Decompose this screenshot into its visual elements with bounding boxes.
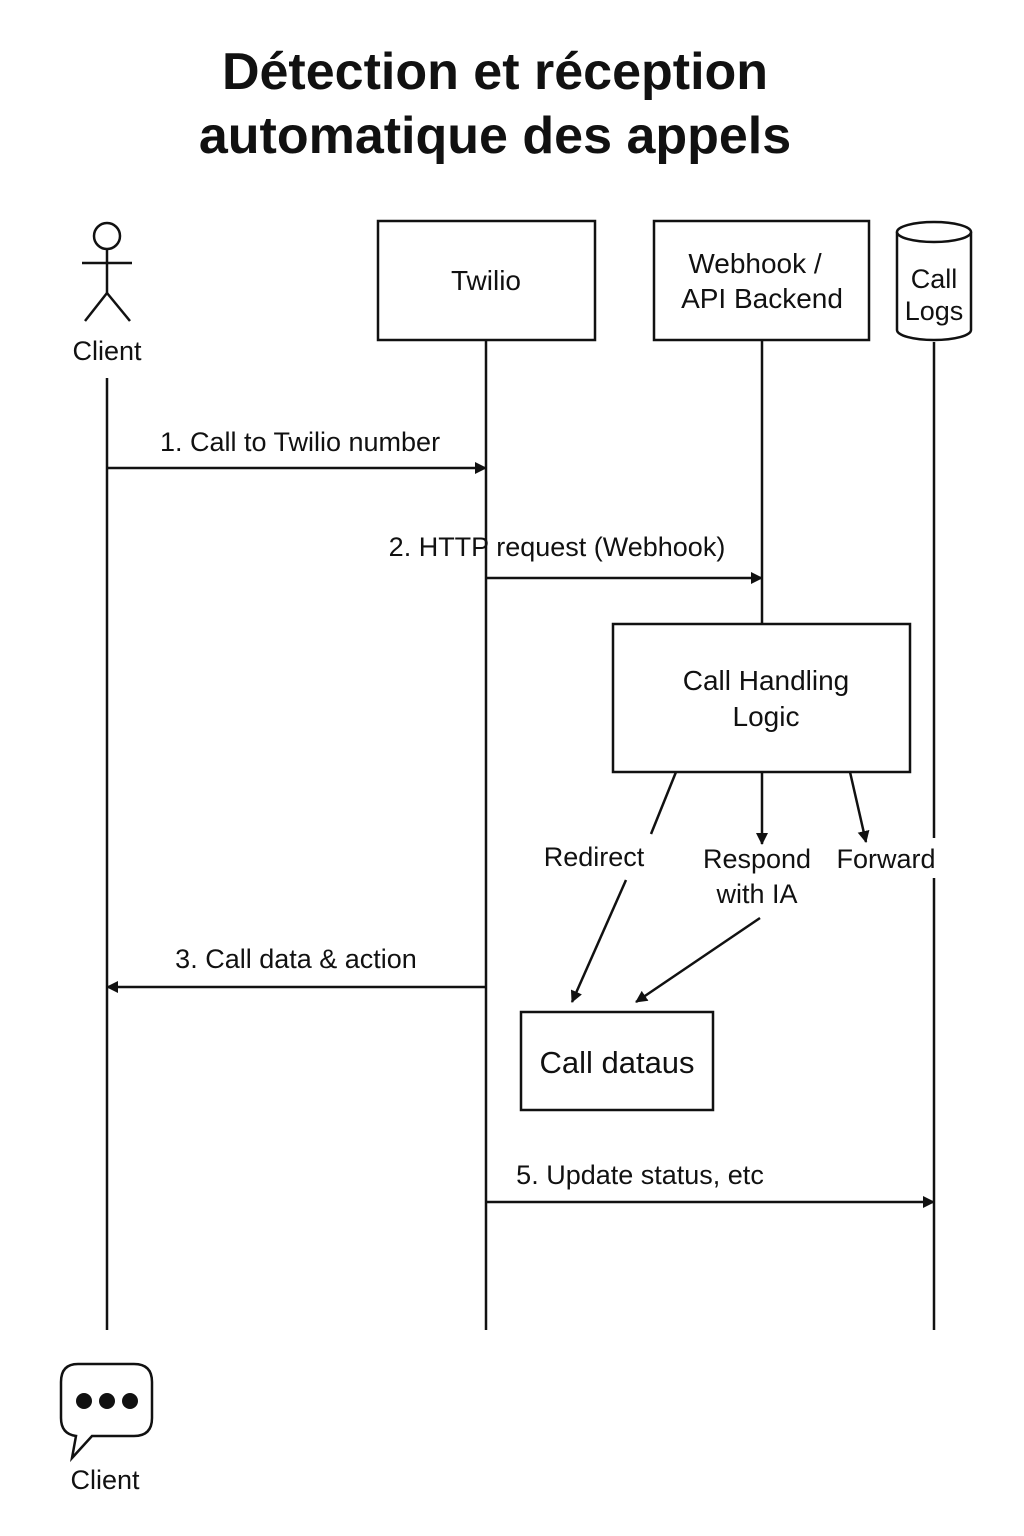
message-1-label: 1. Call to Twilio number — [160, 427, 440, 457]
backend-box — [652, 219, 871, 342]
forward-label: Forward — [836, 844, 935, 874]
call-data-label: Call dataus — [539, 1045, 694, 1080]
respond-to-data-arrow — [635, 916, 761, 1004]
call-data-box — [519, 1010, 715, 1112]
redirect-branch-line — [649, 771, 678, 835]
call-logs-label-line-2: Logs — [905, 296, 964, 326]
chat-bubble-icon — [59, 1362, 154, 1463]
respond-label-line-1: Respond — [703, 844, 811, 874]
page-title: Détection et réception automatique des a… — [0, 40, 990, 168]
backend-label-line-2: API Backend — [681, 283, 843, 314]
message-5-label: 5. Update status, etc — [516, 1160, 764, 1190]
client-actor-label: Client — [72, 336, 142, 366]
redirect-label: Redirect — [544, 842, 645, 872]
backend-label-line-1: Webhook / — [688, 248, 822, 279]
redirect-to-data-arrow — [570, 879, 628, 1003]
call-logs-label-line-1: Call — [911, 264, 958, 294]
message-2-label: 2. HTTP request (Webhook) — [389, 532, 726, 562]
logic-label-line-2: Logic — [733, 701, 800, 732]
twilio-box — [376, 219, 597, 342]
respond-label-line-2: with IA — [715, 879, 797, 909]
title-line-1: Détection et réception — [221, 43, 769, 101]
twilio-label: Twilio — [451, 265, 521, 296]
title-line-2: automatique des appels — [198, 107, 792, 165]
call-handling-logic-box — [611, 622, 912, 774]
database-icon — [895, 220, 973, 342]
person-icon — [82, 221, 132, 322]
logic-label-line-1: Call Handling — [683, 665, 850, 696]
message-3-label: 3. Call data & action — [175, 944, 417, 974]
forward-branch-arrow — [848, 771, 870, 843]
client-bottom-label: Client — [70, 1465, 140, 1495]
